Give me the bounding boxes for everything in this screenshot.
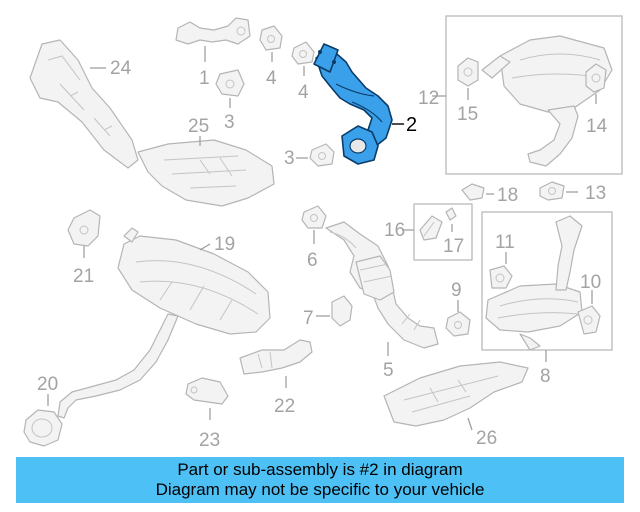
callout-11: 11 [495,232,515,253]
part-15-hanger [457,57,479,87]
banner-line-2: Diagram may not be specific to your vehi… [155,480,485,499]
part-21-hanger [67,209,101,247]
callout-4-upper: 4 [266,68,277,89]
part-24-heat-shield [29,39,139,169]
callout-3-lower: 3 [284,148,295,169]
part-14-hanger [585,63,607,93]
callout-19: 19 [214,234,235,255]
callout-16: 16 [384,220,405,241]
callout-7: 7 [303,308,314,329]
info-banner: Part or sub-assembly is #2 in diagram Di… [16,457,624,503]
assembly-box-8 [481,211,613,351]
part-3-gasket-upper [215,69,245,97]
parts-diagram: 24 1 3 4 4 2 3 25 12 [23,15,623,451]
callout-15: 15 [457,104,478,125]
part-18-gasket [461,183,485,201]
callout-23: 23 [199,430,220,451]
part-3-gasket-lower [309,143,335,167]
assembly-box-16 [413,203,473,261]
banner-line-1: Part or sub-assembly is #2 in diagram [177,460,463,479]
part-26-heat-shield [383,361,529,427]
part-12-rear-muffler [481,35,613,167]
callout-4-lower: 4 [298,82,309,103]
callout-22: 22 [274,396,295,417]
part-1-front-pipe [175,17,251,45]
callout-18: 18 [497,185,518,206]
callout-1: 1 [199,68,210,89]
callout-9: 9 [451,280,462,301]
callout-20: 20 [37,374,58,395]
callout-17: 17 [443,236,464,257]
part-23-bracket [185,377,229,405]
callout-25: 25 [188,116,209,137]
part-25-heat-shield [137,139,275,207]
part-5-catalytic-converter [325,221,439,349]
part-2-exhaust-pipe-highlighted [313,43,393,165]
part-7-bracket [331,295,353,327]
callout-2: 2 [406,114,417,136]
part-13-gasket [539,181,565,201]
part-20-clamp [23,409,63,447]
part-17-sensor [419,207,457,241]
part-8-center-muffler [485,215,583,351]
part-22-pipe [239,339,313,375]
callout-14: 14 [586,116,608,137]
callout-10: 10 [580,272,601,293]
callout-24: 24 [110,58,132,79]
part-4-gasket-b [291,41,315,65]
callout-5: 5 [383,360,394,381]
part-6-gasket [301,205,327,229]
callout-6: 6 [307,250,318,271]
part-10-hanger [577,305,601,335]
callout-21: 21 [73,266,94,287]
callout-12: 12 [418,88,439,109]
part-4-gasket-a [259,25,283,51]
part-9-gasket [445,311,471,337]
callout-3-upper: 3 [224,112,235,133]
callout-13: 13 [585,183,606,204]
part-11-hanger [489,265,513,289]
assembly-box-12 [445,15,623,175]
callout-26: 26 [476,428,497,449]
callout-8: 8 [540,366,551,387]
part-19-muffler-assembly [57,227,271,419]
